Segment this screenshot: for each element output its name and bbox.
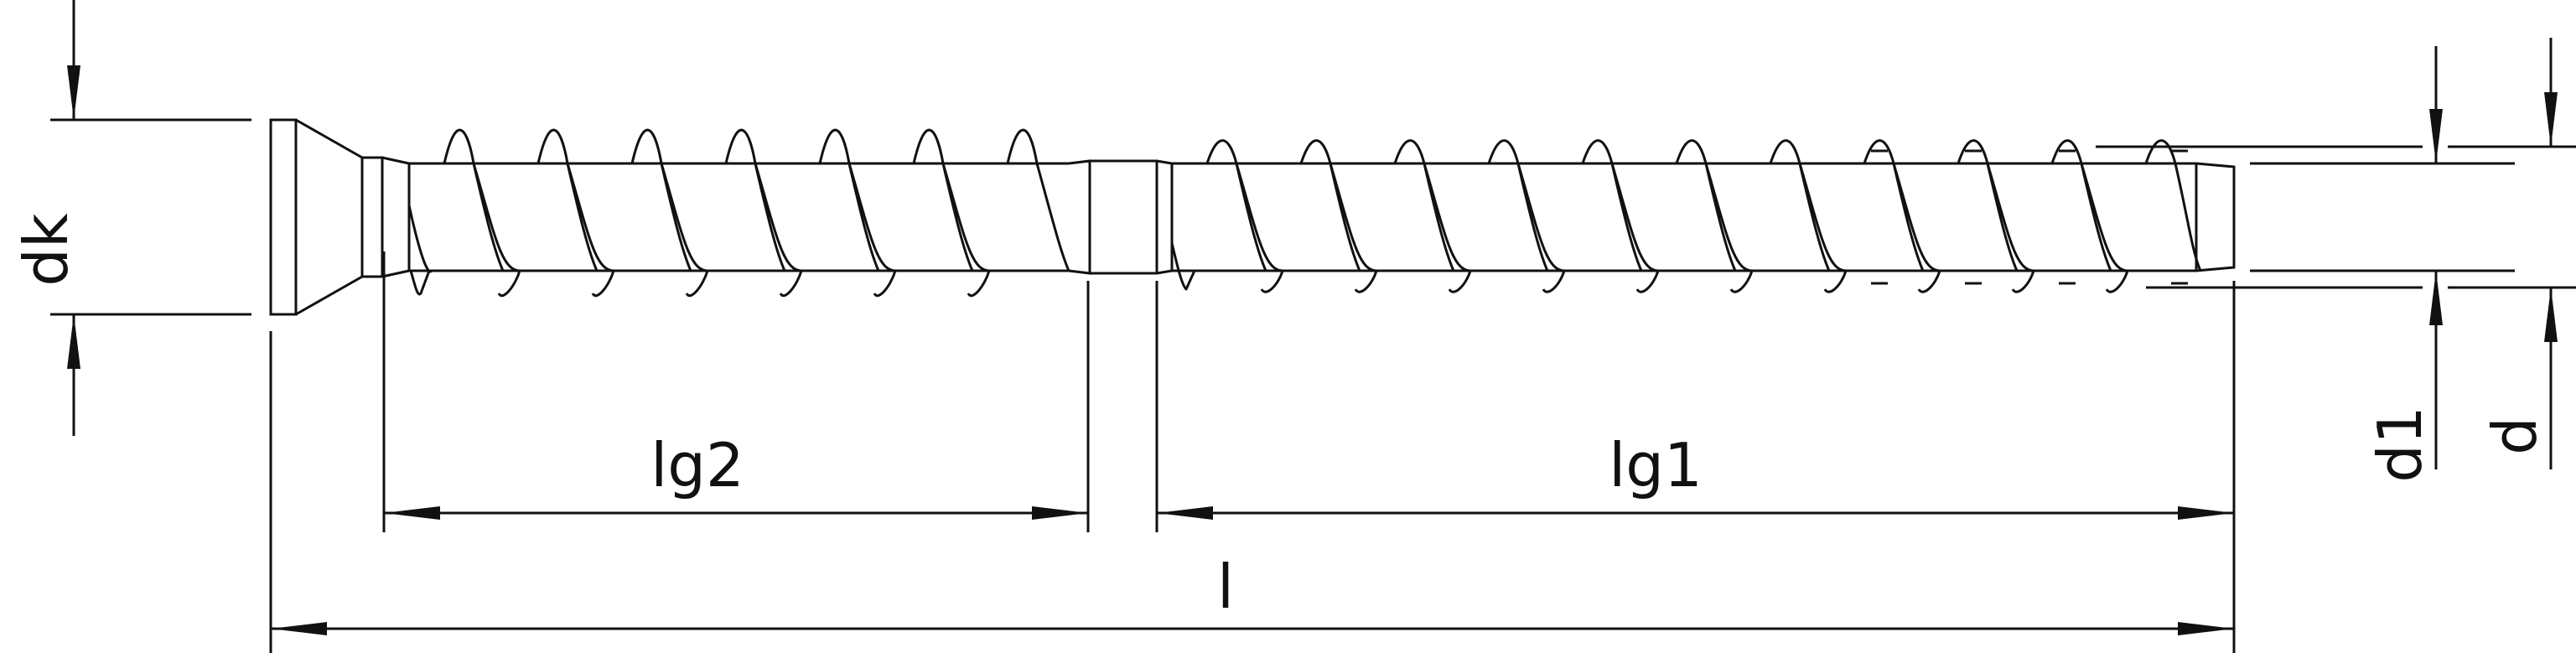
l-label: l (1217, 552, 1234, 622)
dimension-d1: d1 (2096, 46, 2515, 483)
lg2-label: lg2 (650, 430, 744, 500)
head-transition (381, 156, 411, 278)
screw-head (269, 118, 411, 316)
lg1-label: lg1 (1609, 430, 1703, 500)
shank-section (1088, 159, 1158, 275)
d-arrow-bottom (2544, 288, 2558, 342)
lg2-arrow-left (384, 506, 440, 520)
shank (1088, 159, 1174, 275)
l-arrow-left (271, 622, 327, 635)
d1-arrow-top (2429, 109, 2443, 163)
head-neck (360, 156, 384, 278)
thread-section-lg2 (407, 128, 1091, 297)
d-label: d (2480, 417, 2550, 455)
dk-label: dk (11, 213, 81, 287)
dimension-lg1: lg1 (1155, 281, 2236, 653)
thread-helix-lg2 (407, 128, 1070, 297)
thread-helix-lg1 (1170, 139, 2202, 293)
d-arrow-top (2544, 92, 2558, 147)
d1-arrow-bottom (2429, 271, 2443, 325)
thread-end-lg2 (1068, 159, 1091, 275)
dimension-d: d (2448, 38, 2576, 469)
screw-tip (2195, 162, 2236, 272)
d1-label: d1 (2365, 406, 2435, 483)
screw-body (269, 118, 2236, 316)
dk-arrow-top (67, 65, 80, 120)
thread-start-lg2 (407, 205, 431, 296)
lg1-arrow-left (1157, 506, 1213, 520)
dimension-l: l (269, 331, 2234, 653)
dk-arrow-bottom (67, 314, 80, 369)
dimension-lg2: lg2 (382, 251, 1090, 532)
head-countersink (295, 118, 364, 316)
dimension-dk: dk (11, 0, 251, 436)
head-face (269, 118, 298, 316)
lg1-arrow-right (2178, 506, 2234, 520)
thread-section-lg1 (1170, 139, 2236, 293)
lg2-arrow-right (1032, 506, 1088, 520)
shank-step (1156, 159, 1174, 275)
l-arrow-right (2178, 622, 2234, 635)
